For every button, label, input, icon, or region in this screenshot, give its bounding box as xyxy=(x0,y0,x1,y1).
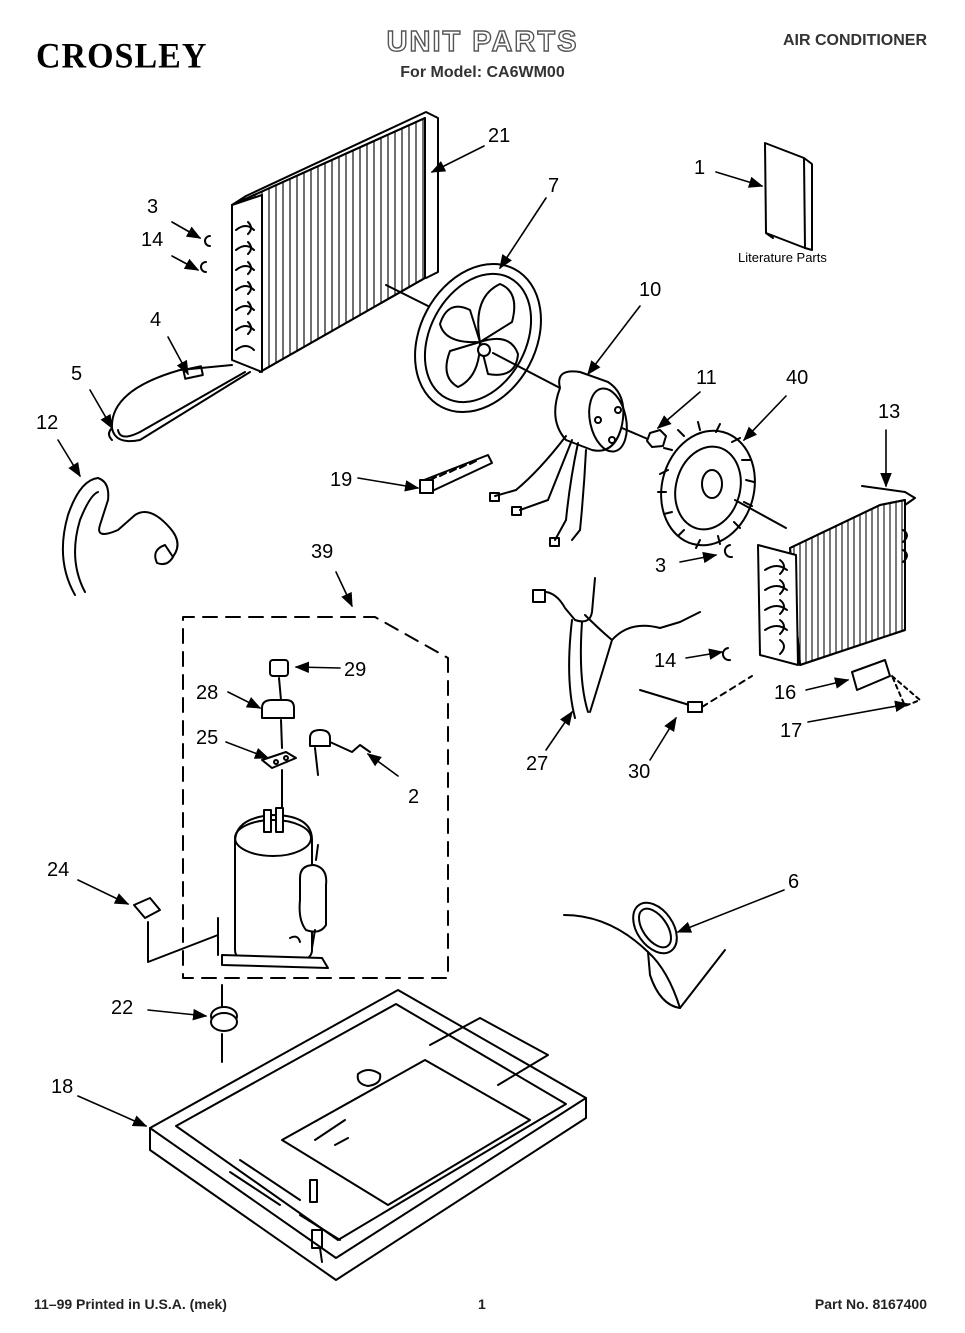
callout-2: 2 xyxy=(408,786,420,808)
callout-25: 25 xyxy=(196,727,219,749)
page-title: UNIT PARTS xyxy=(386,25,579,58)
condenser-fan-blade xyxy=(386,242,566,434)
page-number: 1 xyxy=(478,1296,486,1312)
callout-3b: 3 xyxy=(655,555,667,577)
part-number: Part No. 8167400 xyxy=(814,1296,927,1312)
drain-tube xyxy=(63,478,178,595)
callout-24: 24 xyxy=(47,859,70,881)
base-pan xyxy=(150,990,586,1280)
callout-3: 3 xyxy=(147,196,159,218)
suction-tube xyxy=(533,578,700,718)
callout-17: 17 xyxy=(780,720,803,742)
callout-30: 30 xyxy=(628,761,651,783)
compressor-grommet xyxy=(211,985,237,1062)
compressor xyxy=(218,808,328,968)
callout-14b: 14 xyxy=(654,650,677,672)
condenser-coil xyxy=(232,112,438,372)
blower-wheel xyxy=(649,420,786,556)
evap-clips xyxy=(723,545,732,660)
callout-4: 4 xyxy=(150,309,162,331)
cable-tie xyxy=(420,455,492,493)
thermistor xyxy=(640,676,752,712)
callout-11: 11 xyxy=(696,367,717,389)
callout-6: 6 xyxy=(788,871,800,893)
callout-27: 27 xyxy=(526,753,549,775)
mounting-bracket xyxy=(134,898,218,962)
callout-12: 12 xyxy=(36,412,59,434)
evaporator-coil xyxy=(758,486,915,665)
capillary-loop xyxy=(109,365,250,441)
wire-harness xyxy=(564,895,725,1008)
callout-28: 28 xyxy=(196,682,219,704)
literature-parts-label: Literature Parts xyxy=(738,250,827,265)
terminal-parts xyxy=(262,660,296,820)
compressor-assembly-outline xyxy=(183,617,448,978)
brand-logo: CROSLEY xyxy=(36,37,208,76)
print-info: 11–99 Printed in U.S.A. (mek) xyxy=(34,1296,227,1312)
model-subtitle: For Model: CA6WM00 xyxy=(400,64,565,81)
fan-nut xyxy=(647,430,666,447)
sensor-holder xyxy=(852,660,920,706)
callout-13: 13 xyxy=(878,401,901,423)
callout-19: 19 xyxy=(330,469,353,491)
callout-29: 29 xyxy=(344,659,367,681)
callout-40: 40 xyxy=(786,367,809,389)
callout-18: 18 xyxy=(51,1076,74,1098)
callout-1: 1 xyxy=(694,157,706,179)
literature-booklet xyxy=(765,143,812,250)
callout-10: 10 xyxy=(639,279,662,301)
callout-7: 7 xyxy=(548,175,560,197)
category-label: AIR CONDITIONER xyxy=(783,32,927,49)
callout-leaders xyxy=(58,146,910,1126)
overload-protector xyxy=(310,730,370,775)
callout-22: 22 xyxy=(111,997,134,1019)
coil-clips xyxy=(201,236,210,272)
fan-motor xyxy=(490,353,650,546)
callout-21: 21 xyxy=(488,125,511,147)
callout-5: 5 xyxy=(71,363,83,385)
callout-14: 14 xyxy=(141,229,164,251)
callout-16: 16 xyxy=(774,682,797,704)
callout-39: 39 xyxy=(311,541,334,563)
